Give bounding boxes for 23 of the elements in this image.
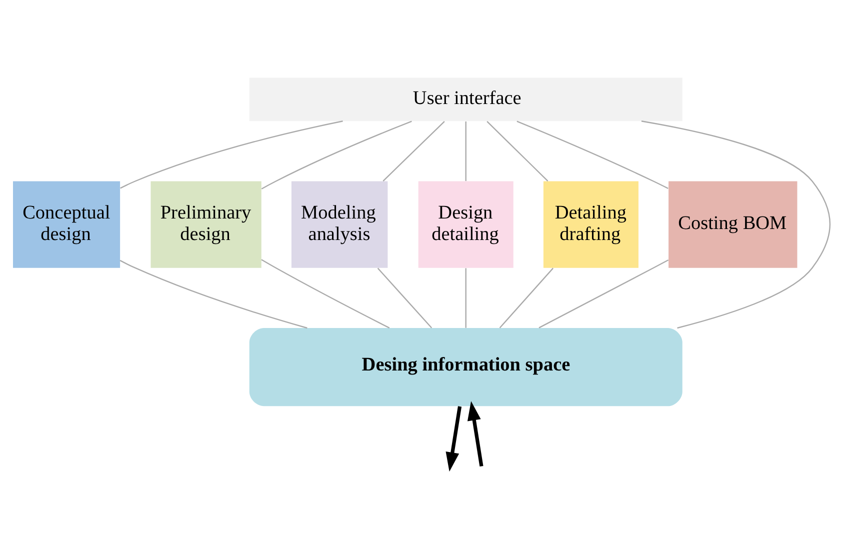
node-box: Detailing drafting <box>543 181 638 268</box>
arrow <box>446 406 462 472</box>
node-box: Costing BOM <box>668 181 798 268</box>
connector <box>465 268 466 328</box>
connector <box>538 260 669 328</box>
connector <box>120 120 343 189</box>
connector <box>516 120 668 189</box>
connector <box>486 121 548 182</box>
node-box: Preliminary design <box>150 181 262 268</box>
connector <box>499 268 554 328</box>
node-box: Design detailing <box>418 181 514 268</box>
node-box: Conceptual design <box>13 181 120 268</box>
connector <box>120 260 308 329</box>
connector <box>261 259 390 328</box>
node-box: User interface <box>249 78 682 122</box>
connector <box>377 268 432 328</box>
connector <box>261 120 412 190</box>
arrow <box>467 401 484 466</box>
connector <box>382 121 445 182</box>
connector <box>465 121 466 182</box>
node-box: Modeling analysis <box>291 181 388 268</box>
connector <box>641 120 830 329</box>
node-box: Desing information space <box>249 328 682 406</box>
